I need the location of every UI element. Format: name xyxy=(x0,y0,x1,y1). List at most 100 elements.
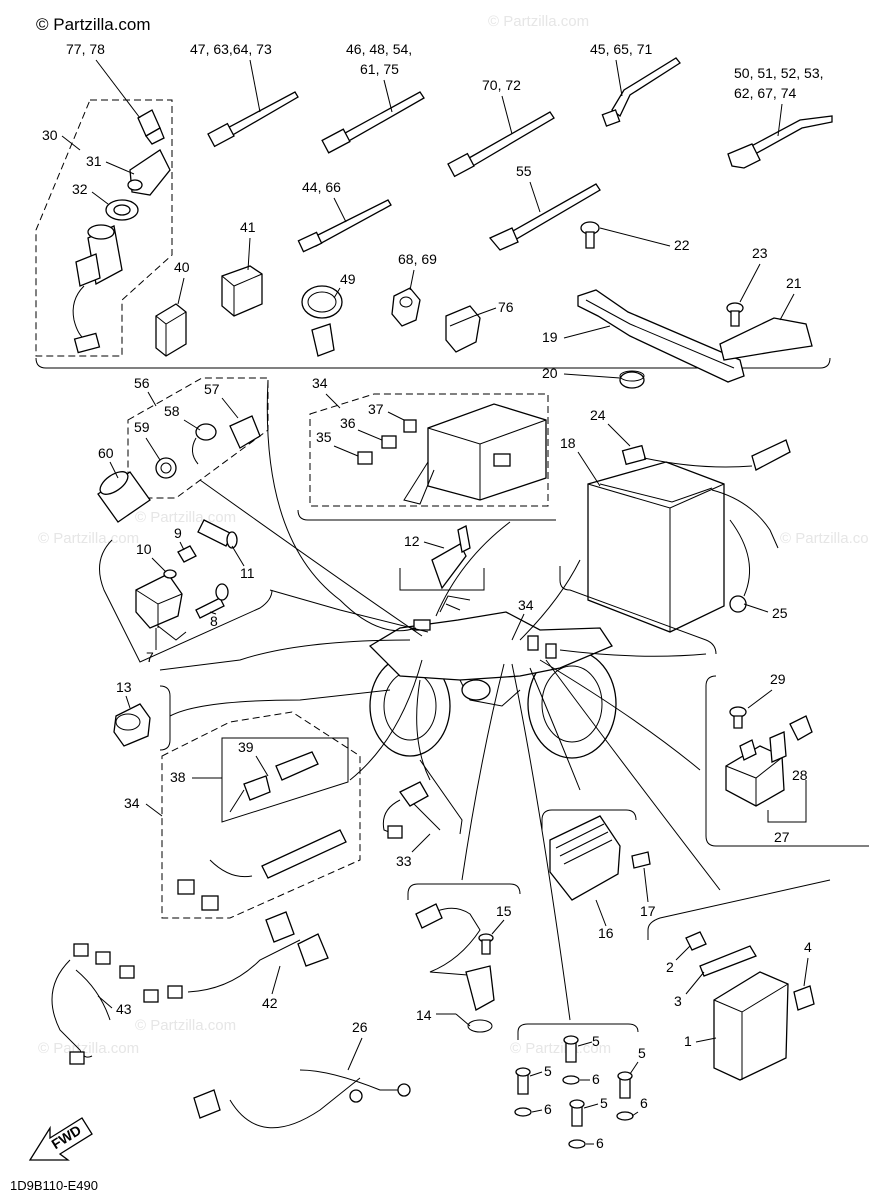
cdi-bracket xyxy=(647,879,831,940)
callout-45-65-71: 45, 65, 71 xyxy=(590,41,652,57)
callout-5: 5 xyxy=(638,1045,646,1061)
thermo-bracket xyxy=(399,568,485,591)
cable-tie-part xyxy=(447,111,555,178)
callout-17: 17 xyxy=(640,903,656,919)
callout-35: 35 xyxy=(316,429,332,445)
gear-switch-part xyxy=(415,903,495,1033)
callout-56: 56 xyxy=(134,375,150,391)
bolt-part xyxy=(515,1035,633,1127)
bolt-part xyxy=(177,545,197,563)
clip-tie-part xyxy=(488,183,601,251)
callout-77-78: 77, 78 xyxy=(66,41,105,57)
callout-7: 7 xyxy=(146,649,154,665)
callout-39: 39 xyxy=(238,739,254,755)
clamp-tie-part xyxy=(727,115,833,169)
callout-34-vehicle: 34 xyxy=(518,597,534,613)
callout-5: 5 xyxy=(592,1033,600,1049)
fuse-part xyxy=(789,715,813,741)
callout-47-63-64-73: 47, 63,64, 73 xyxy=(190,41,272,57)
callout-15: 15 xyxy=(496,903,512,919)
sensor-bracket xyxy=(159,685,171,751)
watermark-faint: © Partzilla.com xyxy=(488,13,589,30)
watermark-faint: © Partzilla.com xyxy=(38,530,139,547)
callout-20: 20 xyxy=(542,365,558,381)
fuel-sender-bracket xyxy=(99,539,273,663)
screw-part xyxy=(478,933,494,955)
watermark-faint: © Partzilla.com xyxy=(780,530,869,547)
rectifier-part xyxy=(549,815,621,901)
leader-lines xyxy=(159,379,721,1021)
callout-18: 18 xyxy=(560,435,576,451)
callout-6: 6 xyxy=(544,1101,552,1117)
fuse-box-bracket xyxy=(297,509,556,521)
relay-callout-bracket xyxy=(767,780,807,823)
starter-relay-bracket xyxy=(705,675,869,847)
callout-38: 38 xyxy=(170,769,186,785)
callout-5: 5 xyxy=(544,1063,552,1079)
clamp-part xyxy=(445,305,481,353)
bolt-part xyxy=(631,851,651,869)
callout-34-fuse: 34 xyxy=(312,375,328,391)
callout-30: 30 xyxy=(42,127,58,143)
callout-76: 76 xyxy=(498,299,514,315)
callout-19: 19 xyxy=(542,329,558,345)
main-switch-body xyxy=(72,224,123,354)
bolt-part xyxy=(195,583,229,619)
callout-70-72: 70, 72 xyxy=(482,77,521,93)
nut-part xyxy=(105,199,139,221)
wire-harness-part xyxy=(193,1069,411,1129)
sub-lead-box xyxy=(221,737,349,823)
watermark-faint: © Partzilla.com xyxy=(38,1040,139,1057)
callout-11: 11 xyxy=(240,565,255,581)
callout-12: 12 xyxy=(404,533,420,549)
key-part xyxy=(137,109,165,145)
bolt-part xyxy=(580,221,600,249)
rectifier-bracket xyxy=(541,809,637,830)
diagram-code: 1D9B110-E490 xyxy=(10,1178,98,1193)
callout-6: 6 xyxy=(596,1135,604,1151)
connector-part xyxy=(155,303,187,357)
callout-22: 22 xyxy=(674,237,690,253)
callout-40: 40 xyxy=(174,259,190,275)
callout-3: 3 xyxy=(674,993,682,1009)
callout-49: 49 xyxy=(340,271,356,287)
callout-29: 29 xyxy=(770,671,786,687)
washer-part xyxy=(163,569,177,579)
battery-part xyxy=(587,461,725,633)
callout-27: 27 xyxy=(774,829,790,845)
watermark-primary: © Partzilla.com xyxy=(36,15,151,34)
nut-part xyxy=(155,457,177,479)
grommet-part xyxy=(619,370,645,389)
wire-harness-part xyxy=(187,911,329,993)
callout-62-67-74: 62, 67, 74 xyxy=(734,85,796,101)
bolt-part xyxy=(726,302,744,327)
sensor-part xyxy=(113,703,151,747)
fuse-box-part xyxy=(403,403,547,505)
callout-1: 1 xyxy=(684,1033,692,1049)
callout-14: 14 xyxy=(416,1007,432,1023)
bracket-part xyxy=(719,317,813,361)
battery-bracket xyxy=(559,566,717,655)
sensor-bracket-2 xyxy=(419,759,463,835)
watermark-faint: © Partzilla.com xyxy=(135,509,236,526)
callout-68-69: 68, 69 xyxy=(398,251,437,267)
callout-36: 36 xyxy=(340,415,356,431)
wire-harness-part xyxy=(177,829,347,911)
lead-kit-outline xyxy=(161,711,361,919)
cable-tie-part xyxy=(321,91,425,154)
relay-part xyxy=(221,265,263,317)
battery-lead-part xyxy=(711,489,779,613)
socket-part xyxy=(192,415,261,465)
callout-50-51-52-53: 50, 51, 52, 53, xyxy=(734,65,824,81)
callout-5: 5 xyxy=(600,1095,608,1111)
fuse-holder-part xyxy=(229,751,319,813)
washer-part xyxy=(514,1075,634,1149)
callout-37: 37 xyxy=(368,401,384,417)
callout-41: 41 xyxy=(240,219,256,235)
fuse-part xyxy=(357,419,417,465)
callout-23: 23 xyxy=(752,245,768,261)
callout-26: 26 xyxy=(352,1019,368,1035)
speed-sensor-part xyxy=(382,781,441,839)
callout-10: 10 xyxy=(136,541,152,557)
